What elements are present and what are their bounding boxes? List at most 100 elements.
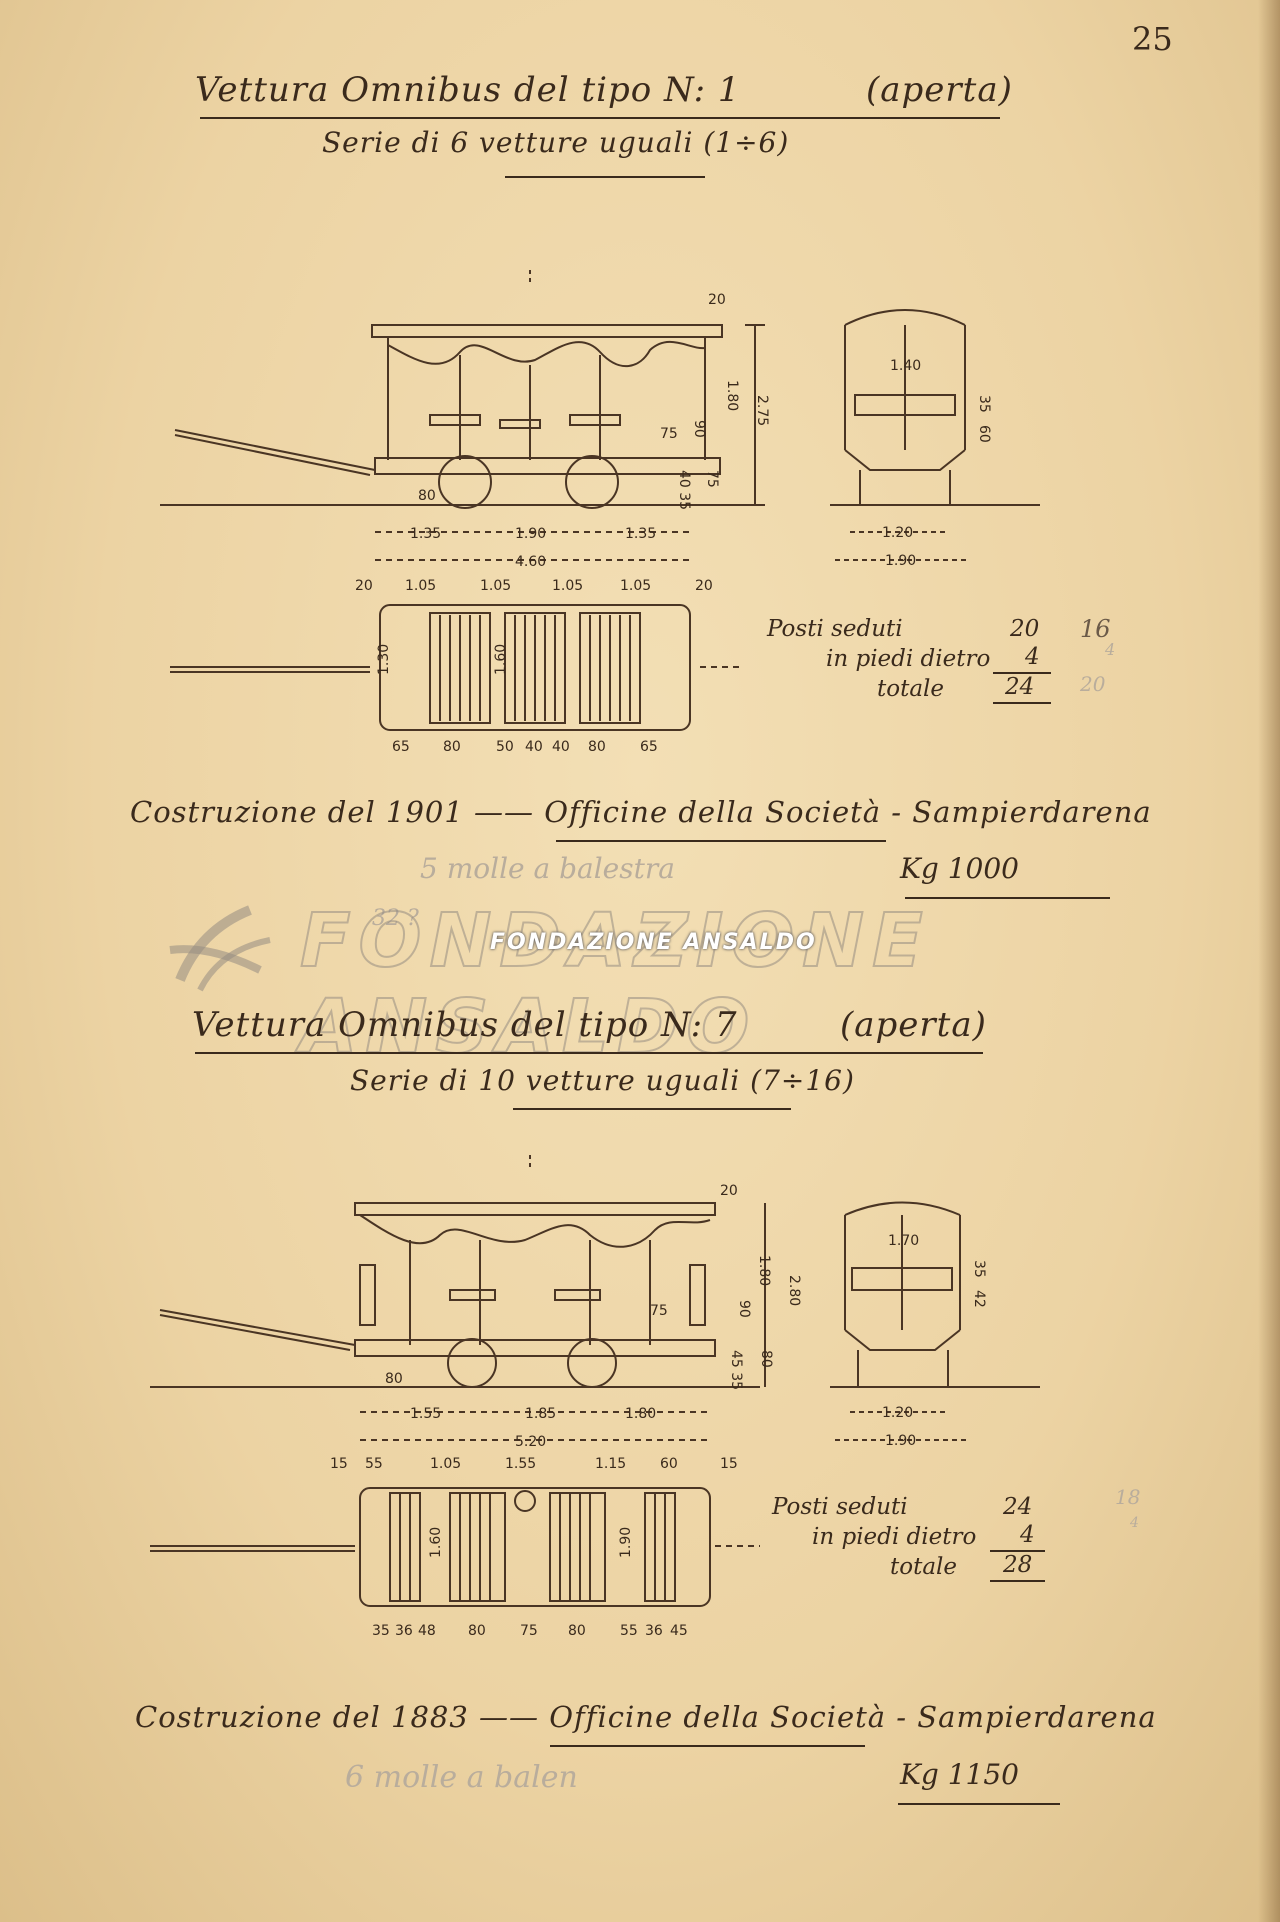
s1-plan-w2: 1.60 (493, 644, 509, 675)
s2-plan-top-5: 60 (660, 1456, 678, 1472)
s2-plan-bot-5: 80 (568, 1623, 586, 1639)
s2-standing-rule (990, 1550, 1045, 1552)
s2-plan-bot-2: 48 (418, 1623, 436, 1639)
s1-seated-label: Posti seduti (767, 616, 903, 642)
s1-pencil-seated: 16 (1080, 615, 1111, 643)
s2-len-185: 1.85 (525, 1406, 556, 1422)
section2-title: Vettura Omnibus del tipo N: 7 (192, 1005, 738, 1045)
section1-construction: Costruzione del 1901 —— Officine della S… (130, 795, 1152, 829)
s1-len-190: 1.90 (515, 526, 546, 542)
s2-end-42: 42 (971, 1290, 987, 1308)
section1-length-dims: 1.35 1.90 1.35 4.60 (375, 526, 690, 570)
s1-plan-bot-6: 65 (640, 739, 658, 755)
s1-plan-top-4: 1.05 (620, 578, 651, 594)
section2-title-underline (195, 1052, 983, 1054)
s1-plan-top-0: 20 (355, 578, 373, 594)
page-number: 25 (1132, 20, 1173, 58)
section1-series: Serie di 6 vetture uguali (1÷6) (322, 126, 790, 159)
s1-plan-bot-3: 40 (525, 739, 543, 755)
s1-dim-40-35: 40 35 (676, 470, 692, 510)
s2-total-value: 28 (1003, 1552, 1033, 1578)
page-edge-shadow (1258, 0, 1280, 1922)
s2-seated-label: Posti seduti (772, 1494, 908, 1520)
s1-len-135b: 1.35 (625, 526, 656, 542)
s1-plan-top-3: 1.05 (552, 578, 583, 594)
s2-len-total: 5.20 (515, 1434, 546, 1450)
s1-end-60: 60 (976, 425, 992, 443)
s2-len-155: 1.55 (410, 1406, 441, 1422)
section2-weight: Kg 1150 (900, 1758, 1019, 1791)
s2-plan-bot-3: 80 (468, 1623, 486, 1639)
s1-dim-75: 75 (660, 426, 678, 442)
s2-pencil-note: 6 molle a balen (345, 1760, 578, 1795)
s2-plan-w1: 1.60 (428, 1527, 444, 1558)
s2-plan-w2: 1.90 (618, 1527, 634, 1558)
s1-construction-rule (556, 840, 886, 842)
s2-construction-rule (550, 1745, 865, 1747)
s2-plan-top-0: 15 (330, 1456, 348, 1472)
section1-series-underline (505, 176, 705, 178)
section1-side-elevation: 20 1.80 2.75 90 75 75 40 35 80 (160, 270, 770, 510)
s1-plan-bot-2: 50 (496, 739, 514, 755)
s2-plan-bot-0: 35 (372, 1623, 390, 1639)
s1-total-label: totale (877, 676, 945, 702)
section1-plan-view: 20 1.05 1.05 1.05 1.05 20 1.30 1.60 65 8… (170, 578, 740, 755)
s1-plan-bot-0: 65 (392, 739, 410, 755)
s2-pencil-standing: 4 (1130, 1515, 1139, 1531)
s1-dim-90: 90 (691, 420, 707, 438)
watermark: FONDAZIONE ANSALDO FONDAZIONE ANSALDO (160, 890, 1140, 1071)
section1-weight: Kg 1000 (900, 852, 1019, 885)
s1-dim-wheel: 80 (418, 488, 436, 504)
s2-seated-value: 24 (1003, 1494, 1033, 1520)
s2-plan-top-2: 1.05 (430, 1456, 461, 1472)
s1-end-190: 1.90 (885, 553, 916, 569)
s1-plan-bot-1: 80 (443, 739, 461, 755)
section1-title: Vettura Omnibus del tipo N: 1 (195, 70, 741, 110)
s2-dim-90: 90 (736, 1300, 752, 1318)
section1-title-underline (200, 117, 1000, 119)
s2-dim-75: 75 (650, 1303, 668, 1319)
s1-weight-rule (905, 897, 1110, 899)
s1-total-rule (993, 702, 1051, 704)
section1-end-elevation: 1.40 35 60 1.20 1.90 (830, 309, 1040, 569)
s2-plan-bot-7: 36 (645, 1623, 663, 1639)
s2-plan-top-4: 1.15 (595, 1456, 626, 1472)
s1-dim-275: 2.75 (754, 395, 770, 426)
s1-pencil-total: 20 (1080, 672, 1106, 696)
s2-end-120: 1.20 (882, 1405, 913, 1421)
s2-end-inner: 1.70 (888, 1233, 919, 1249)
s1-standing-label: in piedi dietro (826, 646, 991, 672)
s2-weight-rule (898, 1803, 1060, 1805)
s2-dim-top-gap: 20 (720, 1183, 738, 1199)
s1-pencil-note2: 32 ? (372, 906, 419, 931)
section2-length-dims: 1.55 1.85 1.80 5.20 (360, 1406, 710, 1450)
s1-plan-bot-4: 40 (552, 739, 570, 755)
s2-standing-value: 4 (1020, 1522, 1035, 1548)
s2-len-180: 1.80 (625, 1406, 656, 1422)
s1-plan-top-5: 20 (695, 578, 713, 594)
s1-dim-75b: 75 (704, 470, 720, 488)
s2-plan-bot-1: 36 (395, 1623, 413, 1639)
s2-pencil-seated: 18 (1115, 1485, 1141, 1509)
s1-end-35: 35 (976, 395, 992, 413)
s2-plan-bot-8: 45 (670, 1623, 688, 1639)
s2-plan-bot-6: 55 (620, 1623, 638, 1639)
section2-plan-view: 15 55 1.05 1.55 1.15 60 15 1.60 1.90 35 … (150, 1456, 760, 1639)
s1-dim-180: 1.80 (724, 380, 740, 411)
s2-dim-wheel: 80 (385, 1371, 403, 1387)
s2-plan-bot-4: 75 (520, 1623, 538, 1639)
s1-plan-top-1: 1.05 (405, 578, 436, 594)
section2-series-underline (513, 1108, 791, 1110)
s1-plan-w1: 1.30 (376, 644, 392, 675)
s1-seated-value: 20 (1010, 616, 1040, 642)
s1-pencil-standing: 4 (1105, 640, 1116, 659)
s2-total-rule (990, 1580, 1045, 1582)
s1-standing-value: 4 (1025, 644, 1040, 670)
s1-len-135a: 1.35 (410, 526, 441, 542)
s1-end-120: 1.20 (882, 525, 913, 541)
section2-construction: Costruzione del 1883 —— Officine della S… (135, 1700, 1157, 1734)
section2-end-elevation: 1.70 35 42 1.20 1.90 (830, 1201, 1040, 1449)
s2-total-label: totale (890, 1554, 958, 1580)
s1-pencil-note: 5 molle a balestra (420, 852, 675, 885)
